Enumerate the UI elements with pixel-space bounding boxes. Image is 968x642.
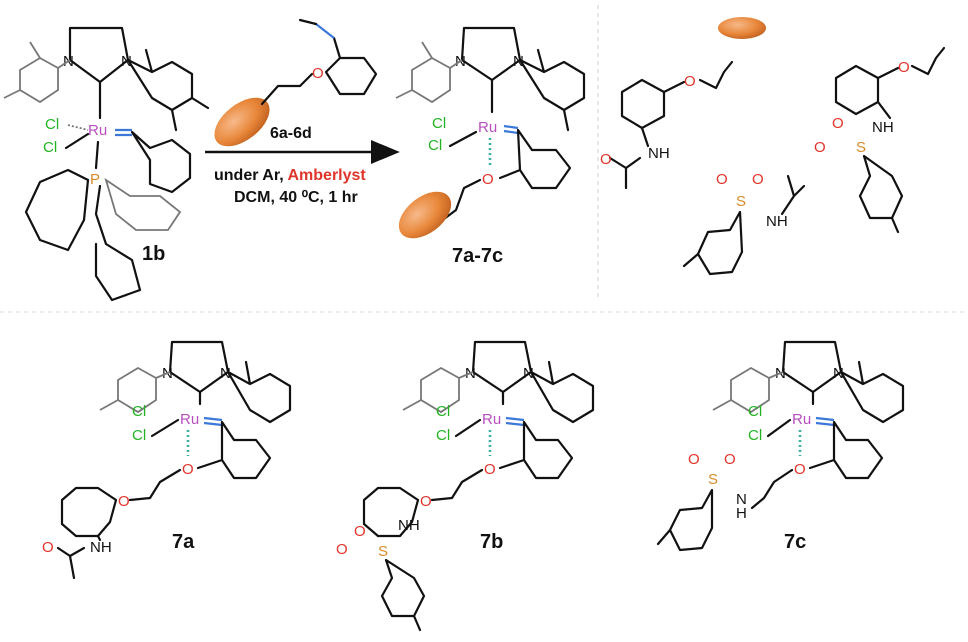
n-atom-right: N xyxy=(220,365,231,382)
cl-atom-2: Cl xyxy=(748,427,762,444)
o-atom: O xyxy=(684,73,696,90)
n-atom-right: N xyxy=(833,365,844,382)
cl-atom-2: Cl xyxy=(436,427,450,444)
n-atom-right: N xyxy=(121,53,132,70)
s-atom: S xyxy=(708,471,718,488)
o-atom: O xyxy=(752,171,764,188)
s-atom: S xyxy=(378,543,388,560)
n-atom-right: N xyxy=(513,53,524,70)
ru-atom: Ru xyxy=(792,411,811,428)
nh-atom: NH xyxy=(90,539,112,556)
resin-bead-icon xyxy=(718,17,766,39)
o-atom: O xyxy=(688,451,700,468)
label-7b: 7b xyxy=(480,531,503,553)
reagent-6a-6d: O 6a-6d xyxy=(214,18,378,147)
ru-atom: Ru xyxy=(478,119,497,136)
cl-atom-1: Cl xyxy=(436,403,450,420)
nh-atom: NH xyxy=(398,517,420,534)
catalyst-1b: N N Ru Cl Cl P 1b xyxy=(3,26,210,302)
cl-atom-1: Cl xyxy=(748,403,762,420)
compound-7c: N N Ru Cl Cl O H N S O O 7c xyxy=(656,340,905,553)
o-atom: O xyxy=(336,541,348,558)
o-atom: O xyxy=(482,171,494,188)
compound-7a: N N Ru Cl Cl O O NH O 7a xyxy=(42,340,292,580)
nh-atom: H xyxy=(736,505,747,522)
ru-atom: Ru xyxy=(180,411,199,428)
n-atom: N xyxy=(736,491,747,508)
o-atom: O xyxy=(42,539,54,556)
label-7c: 7c xyxy=(784,531,806,553)
ru-atom: Ru xyxy=(88,122,107,139)
label-1b: 1b xyxy=(142,243,165,265)
linker-legend: O NH O O NH S O O O O S NH xyxy=(600,17,946,276)
label-7a-7c: 7a-7c xyxy=(452,245,503,267)
cl-atom-1: Cl xyxy=(132,403,146,420)
o-atom: O xyxy=(794,461,806,478)
resin-bead-icon xyxy=(398,191,452,239)
o-atom: O xyxy=(832,115,844,132)
o-atom: O xyxy=(420,493,432,510)
o-atom: O xyxy=(600,151,612,168)
cl-atom-2: Cl xyxy=(132,427,146,444)
s-atom: S xyxy=(856,139,866,156)
n-atom-right: N xyxy=(523,365,534,382)
cl-atom-2: Cl xyxy=(428,137,442,154)
o-atom: O xyxy=(814,139,826,156)
product-7a-7c: N N Ru Cl Cl O 7a-7c xyxy=(395,26,586,267)
o-atom: O xyxy=(182,461,194,478)
nh-atom: NH xyxy=(872,119,894,136)
label-7a: 7a xyxy=(172,531,195,553)
o-atom: O xyxy=(716,171,728,188)
o-atom: O xyxy=(898,59,910,76)
cl-atom-2: Cl xyxy=(43,139,57,156)
o-atom: O xyxy=(354,523,366,540)
o-atom: O xyxy=(724,451,736,468)
p-atom: P xyxy=(90,171,100,188)
compound-7b: N N Ru Cl Cl O O NH S O O 7b xyxy=(336,340,595,632)
s-atom: S xyxy=(736,193,746,210)
o-atom: O xyxy=(312,65,324,82)
nh-atom: NH xyxy=(766,213,788,230)
o-atom: O xyxy=(484,461,496,478)
cl-atom-1: Cl xyxy=(432,115,446,132)
reagent-label: 6a-6d xyxy=(270,125,312,142)
resin-bead-icon xyxy=(214,97,270,147)
conditions-line-2: DCM, 40 ⁰C, 1 hr xyxy=(234,189,358,206)
nh-atom: NH xyxy=(648,145,670,162)
cl-atom-1: Cl xyxy=(45,116,59,133)
conditions-line-1: under Ar, Amberlyst xyxy=(214,167,366,184)
ru-atom: Ru xyxy=(482,411,501,428)
o-atom: O xyxy=(118,493,130,510)
